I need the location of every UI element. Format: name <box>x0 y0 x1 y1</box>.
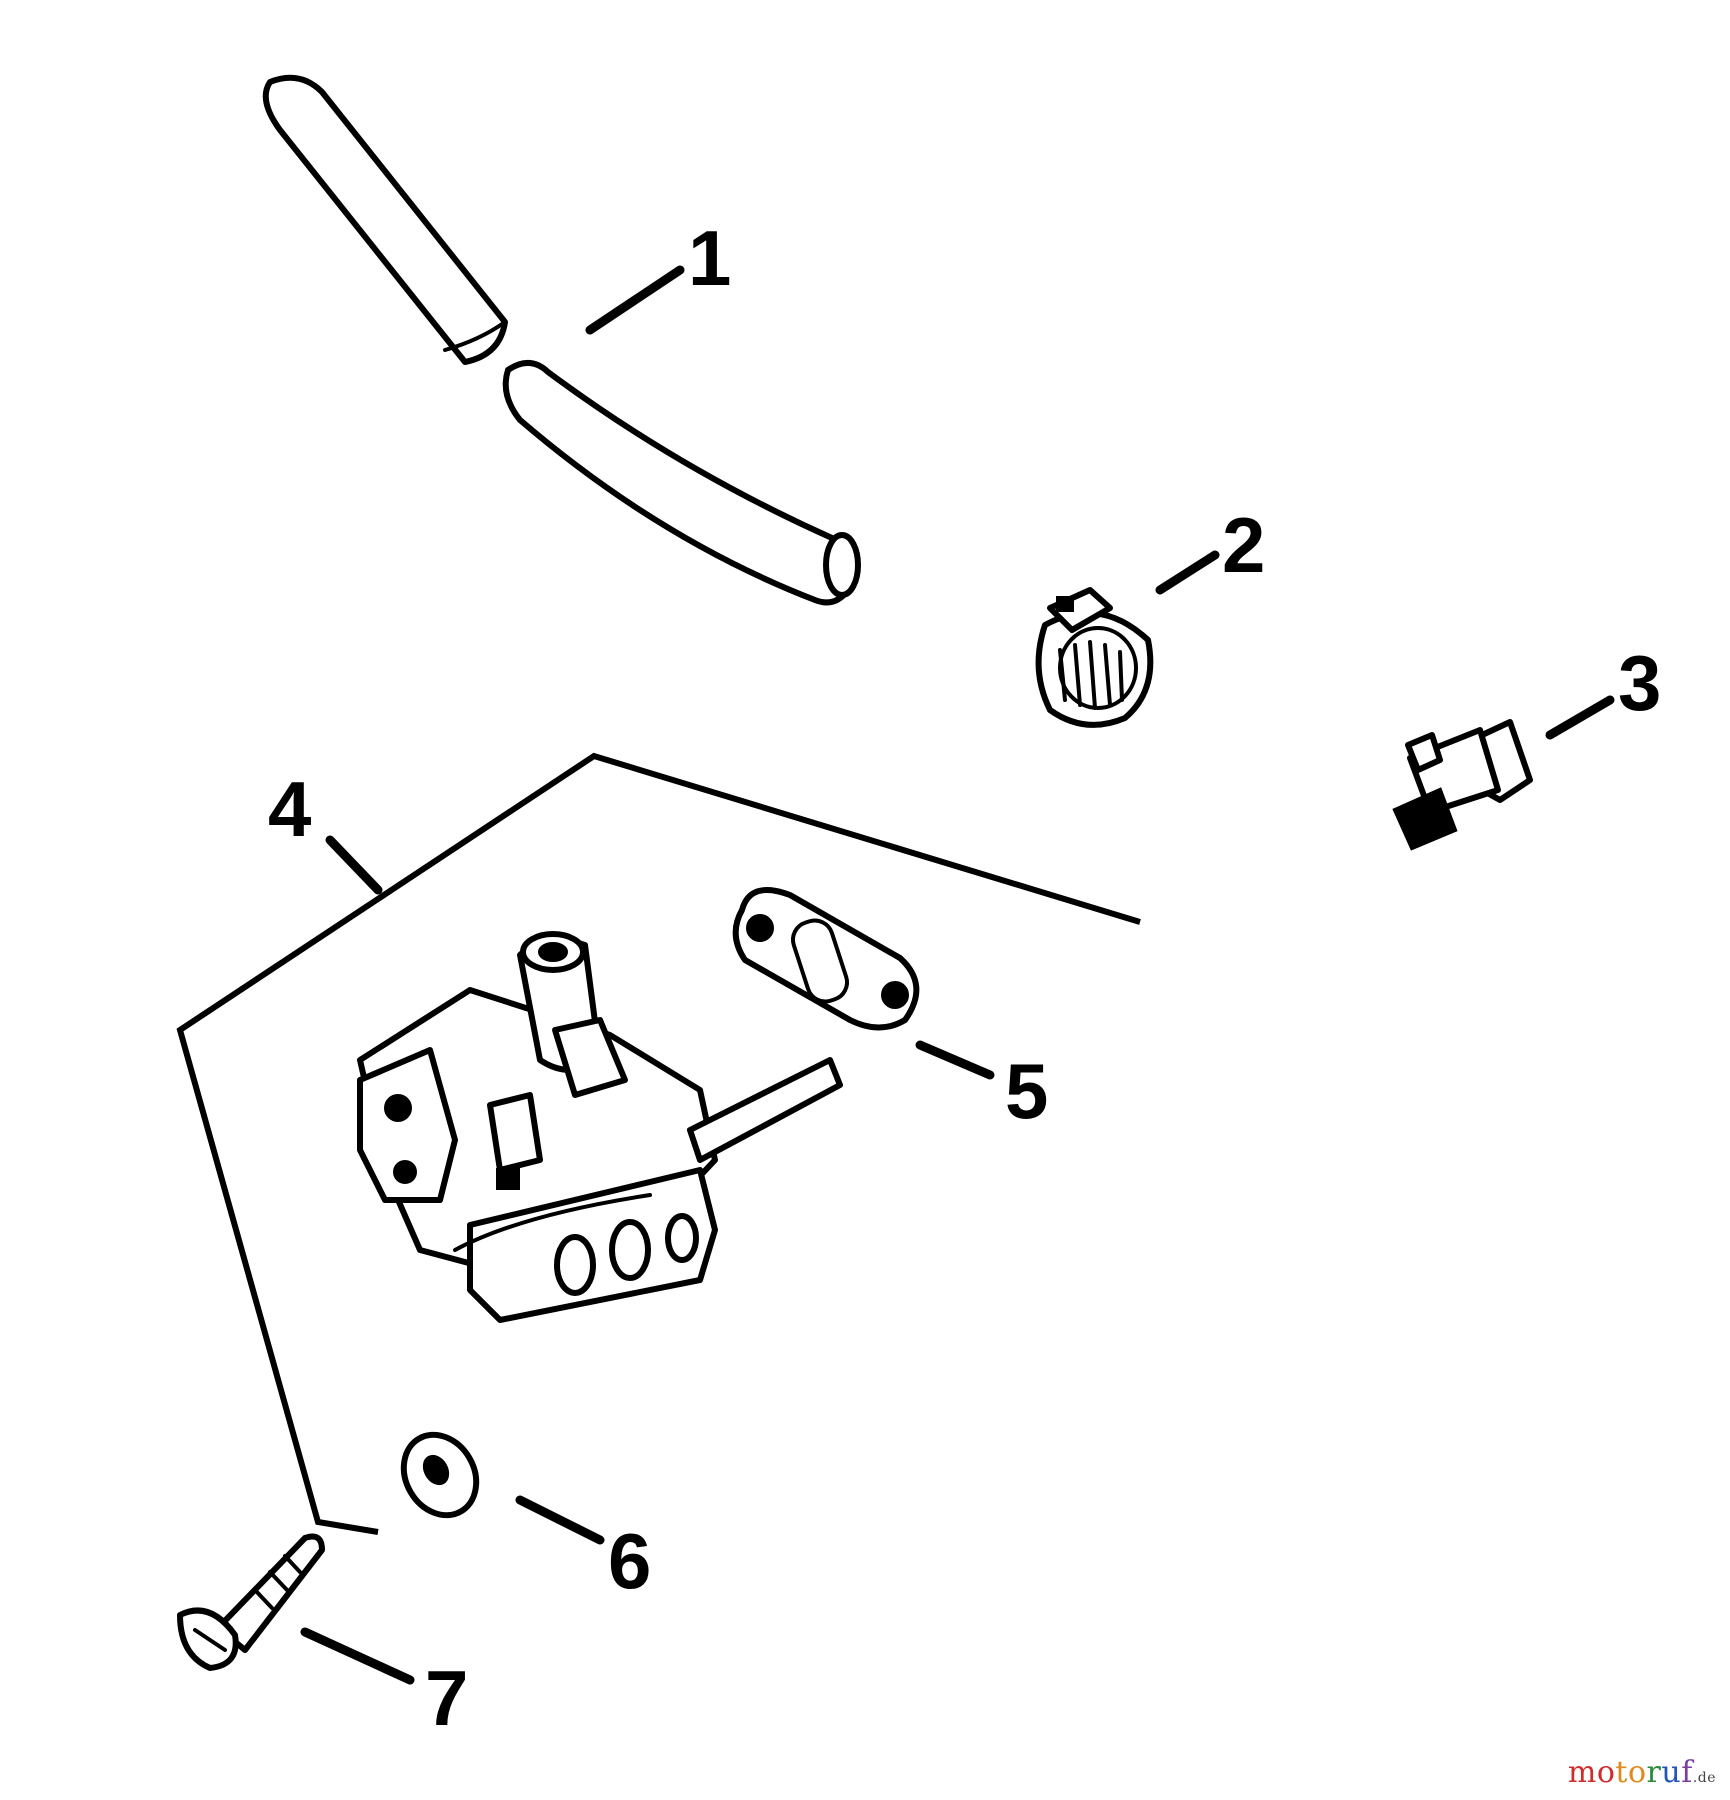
leader-line-5 <box>915 1040 995 1080</box>
callout-7: 7 <box>425 1654 468 1742</box>
gasket-part <box>732 887 920 1031</box>
callout-4: 4 <box>268 765 311 853</box>
leader-line-6 <box>515 1495 605 1545</box>
callout-2: 2 <box>1222 501 1265 589</box>
watermark-logo: motoruf.de <box>1567 1755 1716 1790</box>
group-bracket <box>176 752 1141 1535</box>
screw-part <box>177 1533 325 1671</box>
fuel-pump-part <box>357 931 843 1323</box>
callout-1: 1 <box>688 214 731 302</box>
leader-line-7 <box>300 1627 415 1685</box>
fuel-hose-part <box>262 74 861 606</box>
callout-6: 6 <box>608 1517 651 1605</box>
hose-clamp-part <box>1035 587 1154 728</box>
leader-line-4 <box>325 835 383 895</box>
leader-line-1 <box>585 265 685 335</box>
leader-line-2 <box>1155 550 1220 595</box>
washer-part <box>400 1431 480 1519</box>
leader-line-3 <box>1545 695 1615 740</box>
elbow-fitting-part <box>1392 719 1533 851</box>
callout-3: 3 <box>1618 639 1661 727</box>
callout-5: 5 <box>1005 1047 1048 1135</box>
